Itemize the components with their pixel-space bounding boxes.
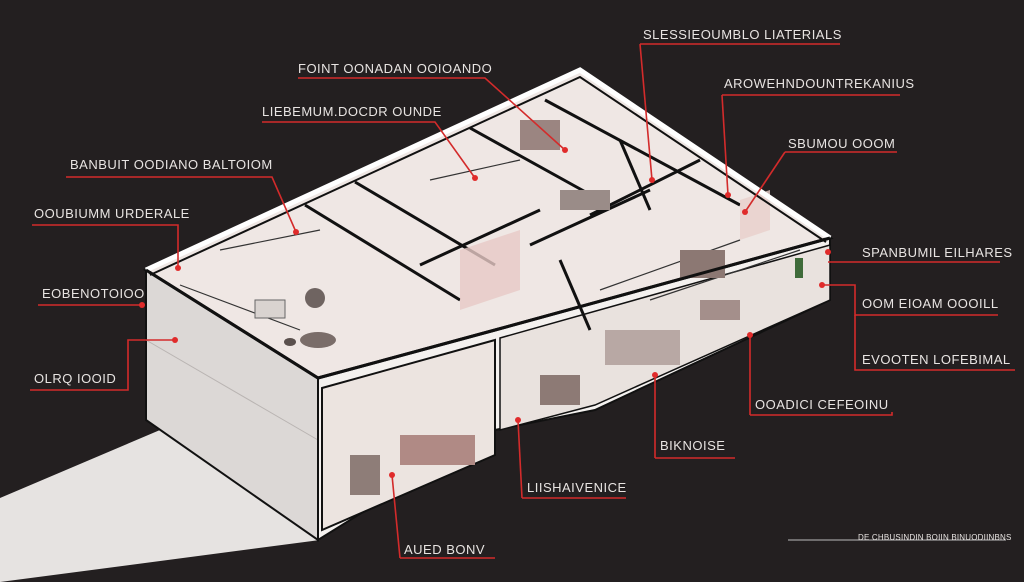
label-l14: BIKNOISE: [660, 438, 726, 453]
leader-l16-drop: [391, 474, 401, 559]
label-l10: OOM EIOAM OOOILL: [862, 296, 999, 311]
leader-l4: [262, 121, 476, 179]
facade-band: [145, 339, 319, 441]
leader-l12: [30, 339, 175, 391]
leader-l5-drop: [744, 151, 786, 213]
label-l15: LIISHAIVENICE: [527, 480, 627, 495]
leader-anchor-dots: [139, 147, 831, 478]
room-pink-wall: [460, 230, 520, 310]
leader-l13: [750, 412, 893, 416]
label-l6: BANBUIT OODIANO BALTOIOM: [70, 157, 273, 172]
leader-l11: [854, 315, 1015, 371]
ground-plane: [0, 430, 320, 582]
label-l12: OLRQ IOOID: [34, 371, 117, 386]
leader-l3-drop: [721, 94, 729, 196]
footer-caption: DE CHBUSINDIN BOIIN BINUODIINBNS: [858, 533, 1012, 542]
leader-l10: [822, 284, 998, 316]
front-edge-outline: [145, 236, 831, 380]
furniture-items: [254, 120, 803, 495]
leader-l1-drop: [639, 43, 653, 181]
label-l9: EOBENOTOIOO: [42, 286, 145, 301]
label-l3: AROWEHNDOUNTREKANIUS: [724, 76, 915, 91]
label-l1: SLESSIEOUMBLO LIATERIALS: [643, 27, 842, 42]
label-l11: EVOOTEN LOFEBIMAL: [862, 352, 1011, 367]
label-l16: AUED BONV: [404, 542, 486, 557]
leader-lines: [30, 43, 1015, 559]
label-l7: OOUBIUMM URDERALE: [34, 206, 190, 221]
roof-outline-inner: [149, 75, 827, 276]
leader-l6: [66, 176, 297, 233]
room-pink-wall-2: [740, 190, 770, 240]
label-l8: SPANBUMIL EILHARES: [862, 245, 1013, 260]
leader-l2: [298, 77, 566, 151]
label-l2: FOINT OONADAN OOIOANDO: [298, 61, 493, 76]
roof-outline: [144, 67, 832, 273]
label-l5: SBUMOU OOOM: [788, 136, 896, 151]
label-l13: OOADICI CEFEOINU: [755, 397, 889, 412]
label-l4: LIEBEMUM.DOCDR OUNDE: [262, 104, 442, 119]
interior-partitions-light: [179, 159, 801, 331]
leader-l15-drop: [517, 419, 523, 499]
leader-l7: [32, 224, 179, 268]
